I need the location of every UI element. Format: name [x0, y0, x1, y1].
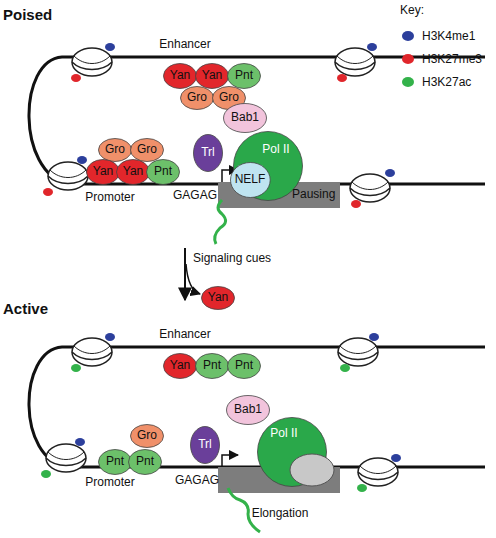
tss-arrow — [222, 455, 238, 467]
legend-row: H3K4me1 — [402, 24, 482, 47]
protein-ellipse: Yan — [163, 63, 197, 89]
protein-ellipse: Bab1 — [226, 395, 270, 425]
annotation-label: Signaling cues — [193, 252, 271, 266]
legend-swatch — [402, 77, 414, 87]
legend-text: H3K27me3 — [422, 52, 482, 66]
protein-name: Yan — [208, 291, 228, 304]
protein-name: Yan — [170, 69, 190, 82]
protein-name: Pnt — [106, 455, 124, 468]
protein-name: Pol II — [270, 427, 297, 440]
protein-name: Pol II — [262, 143, 289, 156]
transition-arrow — [184, 248, 186, 300]
protein-ellipse: Gro — [98, 138, 132, 162]
protein-name: Yan — [93, 165, 113, 178]
protein-name: Pnt — [154, 165, 172, 178]
annotation-label: GAGAG — [173, 189, 217, 203]
protein-name: Bab1 — [231, 111, 259, 124]
protein-ellipse: Yan — [195, 63, 229, 89]
protein-name: Trl — [198, 438, 212, 451]
annotation-label: Poised — [3, 6, 52, 23]
annotation-label: Promoter — [85, 191, 134, 205]
protein-name: Yan — [202, 69, 222, 82]
annotation-label: Pausing — [292, 188, 335, 202]
protein-name: Yan — [123, 165, 143, 178]
protein-name: Bab1 — [234, 403, 262, 416]
protein-ellipse: NELF — [230, 162, 271, 198]
protein-ellipse: Yan — [86, 159, 120, 185]
protein-name: Gro — [105, 143, 125, 156]
legend-row: H3K27ac — [402, 70, 482, 93]
legend: H3K4me1H3K27me3H3K27ac — [402, 24, 482, 93]
protein-ellipse: Pnt — [227, 63, 261, 89]
protein-name: Pnt — [235, 69, 253, 82]
annotation-label: Enhancer — [159, 38, 210, 52]
protein-name: Gro — [187, 91, 207, 104]
protein-ellipse: Yan — [163, 353, 197, 379]
protein-ellipse: Pnt — [227, 353, 261, 379]
protein-ellipse: Pnt — [146, 159, 180, 185]
protein-name: Gro — [219, 91, 239, 104]
protein-ellipse: Trl — [190, 426, 220, 464]
protein-name: Pnt — [136, 455, 154, 468]
protein-name: Pnt — [235, 359, 253, 372]
protein-name: Yan — [170, 359, 190, 372]
annotation-label: Active — [3, 300, 48, 317]
legend-row: H3K27me3 — [402, 47, 482, 70]
protein-ellipse: Trl — [193, 134, 223, 172]
annotation-label: Enhancer — [159, 328, 210, 342]
legend-text: H3K4me1 — [422, 29, 475, 43]
protein-name: NELF — [235, 173, 266, 186]
protein-ellipse: Yan — [201, 286, 235, 310]
legend-swatch — [402, 31, 414, 41]
protein-ellipse: Pnt — [98, 449, 132, 475]
annotation-label: Key: — [400, 4, 424, 18]
protein-name: Trl — [201, 146, 215, 159]
annotation-label: GAGAG — [175, 474, 219, 488]
protein-ellipse: Yan — [116, 159, 150, 185]
annotation-label: Elongation — [252, 507, 309, 521]
protein-ellipse: Bab1 — [223, 103, 267, 133]
protein-name: Pnt — [203, 359, 221, 372]
protein-ellipse: Pnt — [128, 449, 162, 475]
legend-text: H3K27ac — [422, 75, 471, 89]
release-arrow — [186, 264, 200, 294]
protein-ellipse: Pol II — [257, 417, 327, 487]
protein-ellipse: Gro — [130, 424, 164, 448]
annotation-label: Promoter — [85, 476, 134, 490]
rna — [215, 200, 226, 244]
protein-ellipse: Pnt — [195, 353, 229, 379]
protein-ellipse: Gro — [130, 138, 164, 162]
protein-name: Gro — [137, 143, 157, 156]
protein-ellipse: Gro — [180, 86, 214, 110]
legend-swatch — [402, 54, 414, 64]
protein-name: Gro — [137, 429, 157, 442]
